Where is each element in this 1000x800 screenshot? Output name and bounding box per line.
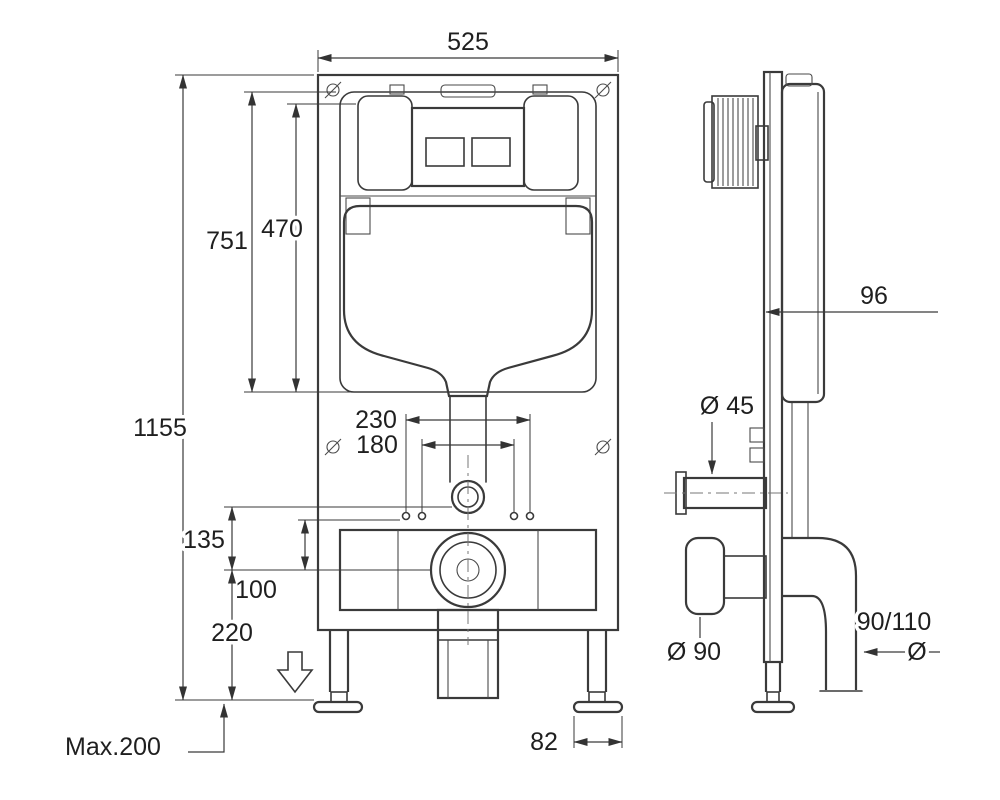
tank-bracket [345,197,371,235]
anchor-hole [525,511,535,521]
right-foot [572,700,624,714]
dim-525-label: 525 [447,28,489,56]
left-foot [312,700,364,714]
dia45-label: Ø 45 [700,392,754,420]
inlet-hose-connector [703,95,769,189]
max200-label: Max.200 [65,733,161,761]
dim-135-label: 135 [183,526,225,554]
water-inlet-pipe [664,471,788,515]
pipe-dia-symbol: Ø [907,638,926,666]
plate-bracket [749,427,765,443]
dim-180-label: 180 [356,431,398,459]
drain-outlet-box [436,608,500,700]
flush-button-left [425,137,465,167]
hanger-tab [389,84,405,95]
flush-top-tab [440,84,496,98]
drain-flange [684,536,726,616]
anchor-hole [417,511,427,521]
dim-1155-label: 1155 [133,414,187,442]
screw-icon [596,440,610,454]
anchor-hole [509,511,519,521]
drain-elbow [782,536,858,690]
flush-button-right [471,137,511,167]
dim-470-label: 470 [261,215,303,243]
side-foot [750,700,796,714]
floor-level-arrow-icon [276,651,314,694]
dim-230-label: 230 [355,406,397,434]
flush-button-panel [410,106,526,188]
hanger-tab [532,84,548,95]
front-view [276,73,624,714]
flush-frame-right-wing [523,95,579,191]
screw-icon [326,83,340,97]
side-view [664,70,863,714]
pipe-size-label: 90/110 [857,608,932,636]
dim-96-label: 96 [860,282,888,310]
flush-frame-left-wing [357,95,413,191]
drain-elbow-assembly [684,536,863,692]
flange-hub [723,555,767,599]
dim-220-label: 220 [211,619,253,647]
max200-leader [188,703,228,753]
side-cistern [780,82,826,404]
frame-plate [316,73,620,632]
dim-82-label: 82 [530,728,558,756]
anchor-hole [401,511,411,521]
screw-icon [326,440,340,454]
screw-icon [596,83,610,97]
corner-screws [324,81,612,456]
tank-bracket [565,197,591,235]
cistern-top-cap [785,73,813,87]
cistern-housing [339,91,597,393]
dia90-label: Ø 90 [667,638,721,666]
dimensions: 525 1155 751 470 230 180 135 100 [62,25,940,765]
plate-bracket [749,447,765,463]
dim-100-label: 100 [235,576,277,604]
dim-751-label: 751 [206,227,248,255]
cistern-tank [342,204,594,398]
